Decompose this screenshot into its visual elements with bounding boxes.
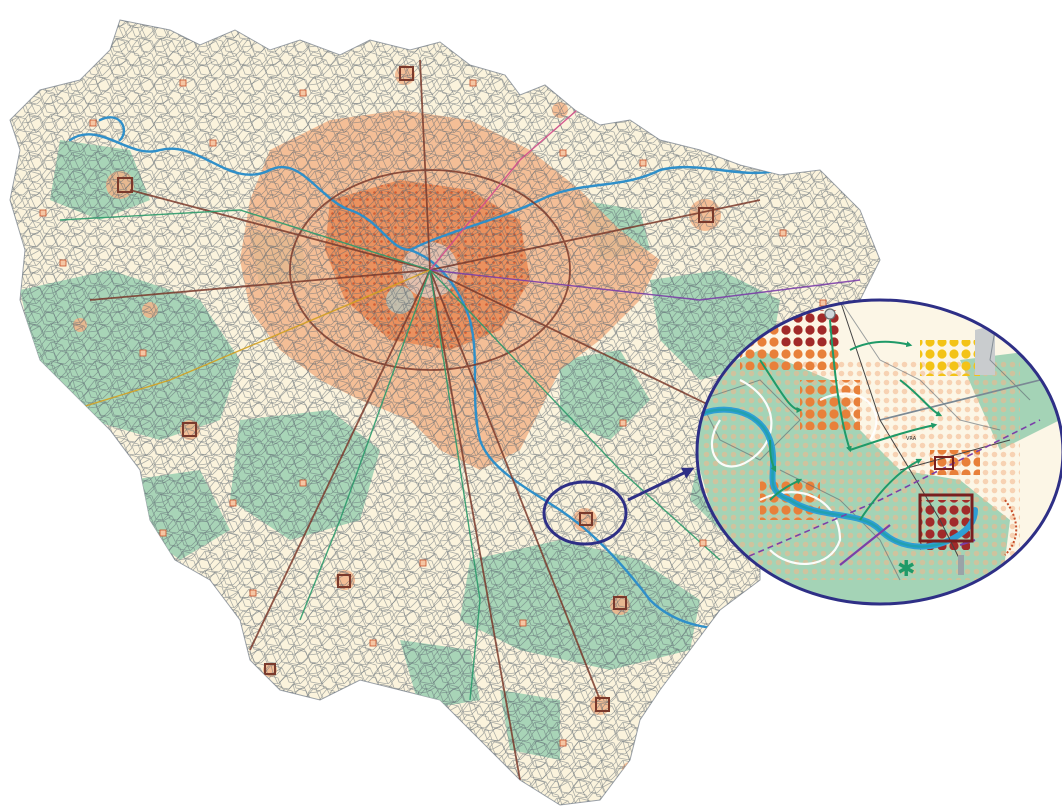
callout-source-ring (542, 480, 628, 546)
callout-arrow-icon (627, 467, 695, 502)
zoom-inset-border (695, 298, 1062, 606)
asterisk-marker-icon: ✱ (897, 557, 915, 582)
major-roads (89, 59, 761, 781)
small-town-markers (39, 79, 827, 747)
town-markers (117, 66, 739, 712)
rivers (68, 116, 782, 632)
transit-lines (39, 89, 861, 701)
zoom-inset: ✱ VRA (695, 298, 1062, 606)
zoom-label: VRA (906, 436, 917, 442)
